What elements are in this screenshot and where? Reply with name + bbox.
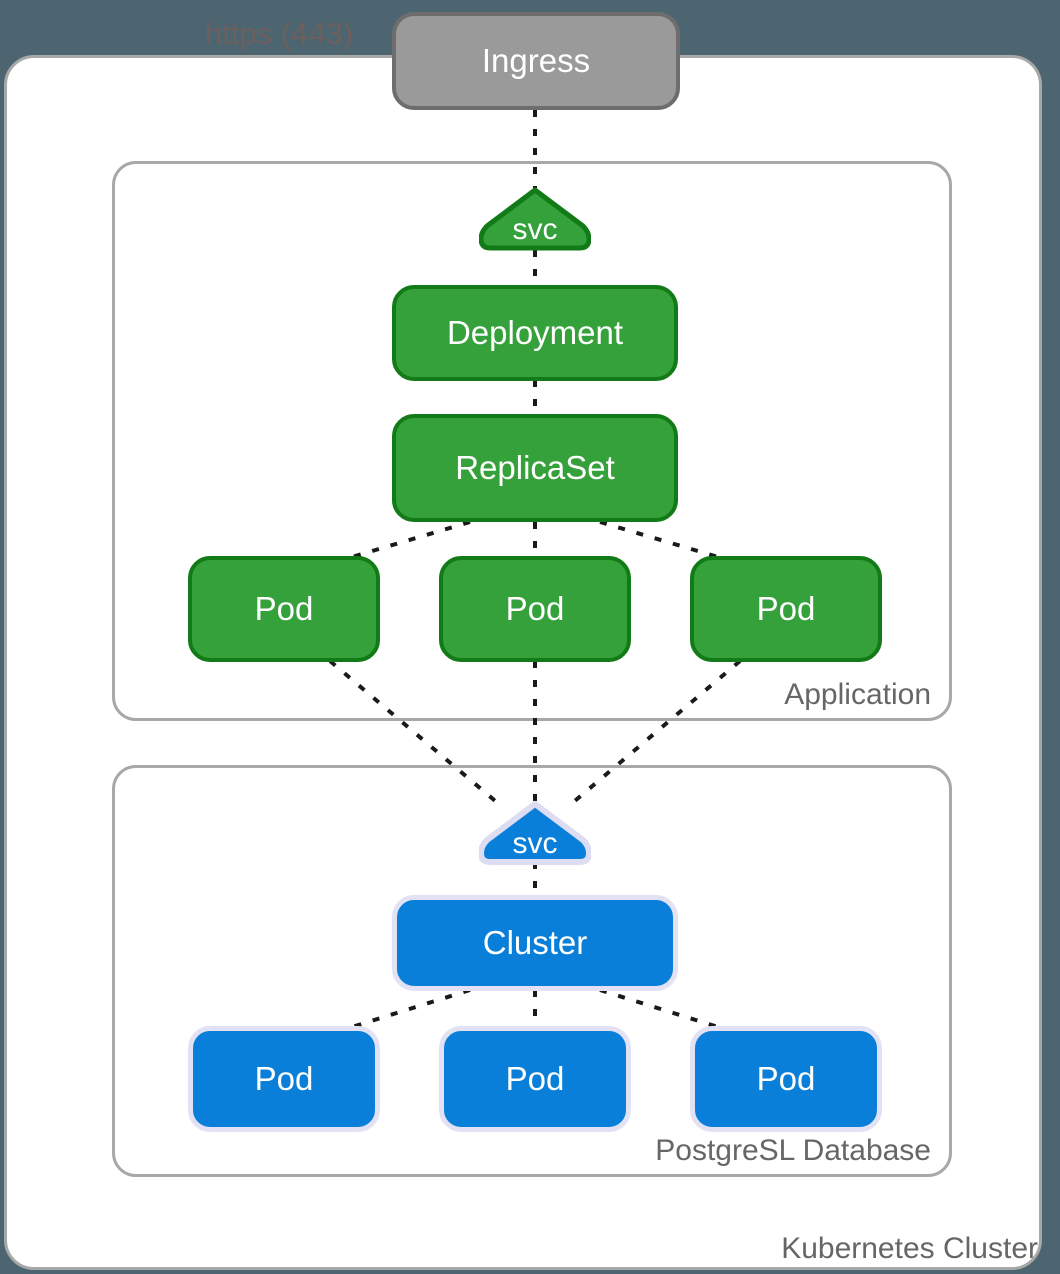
database-pod-1-label: Pod (254, 1060, 314, 1097)
application-group-box: Application (112, 161, 952, 721)
svc-pentagon-icon (479, 801, 591, 865)
database-pod-2[interactable]: Pod (439, 1026, 631, 1132)
ingress-node-label: Ingress (481, 42, 591, 79)
application-pod-1-label: Pod (254, 590, 314, 627)
database-pod-3[interactable]: Pod (690, 1026, 882, 1132)
application-group-label: Application (784, 678, 931, 711)
application-pod-3-label: Pod (756, 590, 816, 627)
deployment-node[interactable]: Deployment (392, 285, 678, 381)
postgres-cluster-node-label: Cluster (482, 924, 588, 961)
database-group-box: PostgreSL Database (112, 765, 952, 1177)
application-pod-2[interactable]: Pod (439, 556, 631, 662)
kubernetes-cluster-label: Kubernetes Cluster (781, 1232, 1038, 1265)
ingress-node[interactable]: Ingress (392, 12, 680, 110)
application-pod-2-label: Pod (505, 590, 565, 627)
database-pod-1[interactable]: Pod (188, 1026, 380, 1132)
application-pod-3[interactable]: Pod (690, 556, 882, 662)
traffic-label: https (443) (205, 16, 354, 51)
postgres-cluster-node[interactable]: Cluster (392, 895, 678, 991)
svc-pentagon-icon (479, 187, 591, 251)
deployment-node-label: Deployment (446, 314, 624, 351)
database-pod-2-label: Pod (505, 1060, 565, 1097)
database-pod-3-label: Pod (756, 1060, 816, 1097)
database-group-label: PostgreSL Database (655, 1134, 931, 1167)
application-pod-1[interactable]: Pod (188, 556, 380, 662)
application-service-node[interactable]: svc (479, 186, 591, 252)
replicaset-node[interactable]: ReplicaSet (392, 414, 678, 522)
database-service-node[interactable]: svc (479, 800, 591, 866)
replicaset-node-label: ReplicaSet (455, 449, 615, 486)
